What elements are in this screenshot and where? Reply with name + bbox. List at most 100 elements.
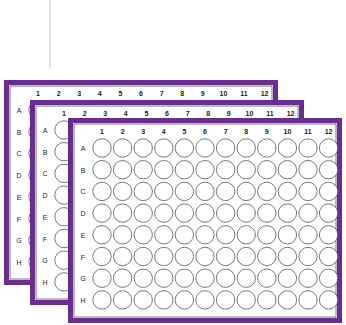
column-number: 10 bbox=[219, 90, 227, 97]
well bbox=[196, 226, 214, 244]
well bbox=[155, 226, 173, 244]
well bbox=[299, 161, 317, 179]
well bbox=[258, 204, 276, 222]
well bbox=[155, 139, 173, 157]
plate-frame bbox=[71, 121, 340, 321]
well bbox=[216, 161, 234, 179]
well bbox=[175, 269, 193, 287]
column-number: 12 bbox=[261, 90, 269, 97]
column-number: 11 bbox=[240, 90, 247, 97]
well bbox=[113, 161, 131, 179]
well bbox=[175, 139, 193, 157]
plate-inner-edge bbox=[74, 124, 336, 317]
row-letter: B bbox=[81, 166, 86, 173]
well bbox=[175, 226, 193, 244]
column-number: 8 bbox=[244, 128, 248, 135]
well bbox=[237, 226, 255, 244]
column-number: 7 bbox=[160, 90, 164, 97]
well bbox=[134, 161, 152, 179]
column-number: 5 bbox=[144, 110, 148, 117]
row-letter: C bbox=[80, 188, 85, 195]
well bbox=[299, 139, 317, 157]
well bbox=[134, 139, 152, 157]
well bbox=[216, 204, 234, 222]
column-number: 9 bbox=[201, 90, 205, 97]
row-letter: A bbox=[17, 107, 22, 114]
row-letter: A bbox=[81, 145, 86, 152]
column-number: 12 bbox=[287, 110, 295, 117]
well bbox=[113, 269, 131, 287]
well bbox=[113, 247, 131, 265]
well bbox=[216, 139, 234, 157]
well bbox=[93, 226, 111, 244]
well bbox=[196, 247, 214, 265]
well bbox=[258, 291, 276, 309]
column-number: 1 bbox=[36, 90, 40, 97]
well bbox=[113, 204, 131, 222]
well bbox=[175, 291, 193, 309]
well bbox=[216, 247, 234, 265]
well bbox=[258, 269, 276, 287]
well-plate: 123456789101112ABCDEFGH bbox=[68, 118, 342, 323]
well bbox=[196, 139, 214, 157]
well bbox=[237, 291, 255, 309]
well bbox=[155, 291, 173, 309]
column-number: 9 bbox=[265, 128, 269, 135]
well bbox=[278, 226, 296, 244]
well bbox=[113, 291, 131, 309]
plate-outline bbox=[68, 118, 342, 323]
well bbox=[278, 291, 296, 309]
well bbox=[155, 182, 173, 200]
row-letter: G bbox=[42, 257, 47, 264]
column-number: 8 bbox=[180, 90, 184, 97]
column-number: 5 bbox=[182, 128, 186, 135]
row-letter: D bbox=[16, 172, 21, 179]
well bbox=[134, 247, 152, 265]
well bbox=[93, 204, 111, 222]
well bbox=[113, 182, 131, 200]
row-letter: B bbox=[17, 128, 22, 135]
well bbox=[134, 182, 152, 200]
column-number: 3 bbox=[141, 128, 145, 135]
well bbox=[258, 139, 276, 157]
well bbox=[237, 247, 255, 265]
row-letter: H bbox=[80, 296, 85, 303]
margin-line bbox=[50, 0, 51, 68]
row-letter: F bbox=[43, 235, 47, 242]
well bbox=[175, 161, 193, 179]
well bbox=[319, 182, 337, 200]
well bbox=[278, 269, 296, 287]
row-letter: F bbox=[17, 215, 21, 222]
well bbox=[196, 182, 214, 200]
well bbox=[237, 269, 255, 287]
well bbox=[278, 139, 296, 157]
column-number: 9 bbox=[227, 110, 231, 117]
well bbox=[278, 204, 296, 222]
well bbox=[93, 182, 111, 200]
row-letter: E bbox=[43, 213, 48, 220]
well bbox=[299, 226, 317, 244]
well bbox=[299, 182, 317, 200]
row-letter: E bbox=[17, 193, 22, 200]
well bbox=[134, 204, 152, 222]
column-number: 2 bbox=[83, 110, 87, 117]
well bbox=[319, 269, 337, 287]
well bbox=[93, 247, 111, 265]
row-letter: D bbox=[42, 192, 47, 199]
column-number: 4 bbox=[98, 90, 102, 97]
row-letter: B bbox=[43, 148, 48, 155]
well bbox=[216, 226, 234, 244]
well bbox=[319, 161, 337, 179]
well bbox=[278, 161, 296, 179]
column-number: 11 bbox=[266, 110, 273, 117]
column-number: 1 bbox=[100, 128, 104, 135]
well bbox=[319, 226, 337, 244]
row-letter: H bbox=[16, 258, 21, 265]
column-number: 7 bbox=[186, 110, 190, 117]
well bbox=[93, 139, 111, 157]
row-letter: D bbox=[80, 210, 85, 217]
well bbox=[299, 269, 317, 287]
well bbox=[237, 182, 255, 200]
well bbox=[237, 161, 255, 179]
well bbox=[258, 161, 276, 179]
